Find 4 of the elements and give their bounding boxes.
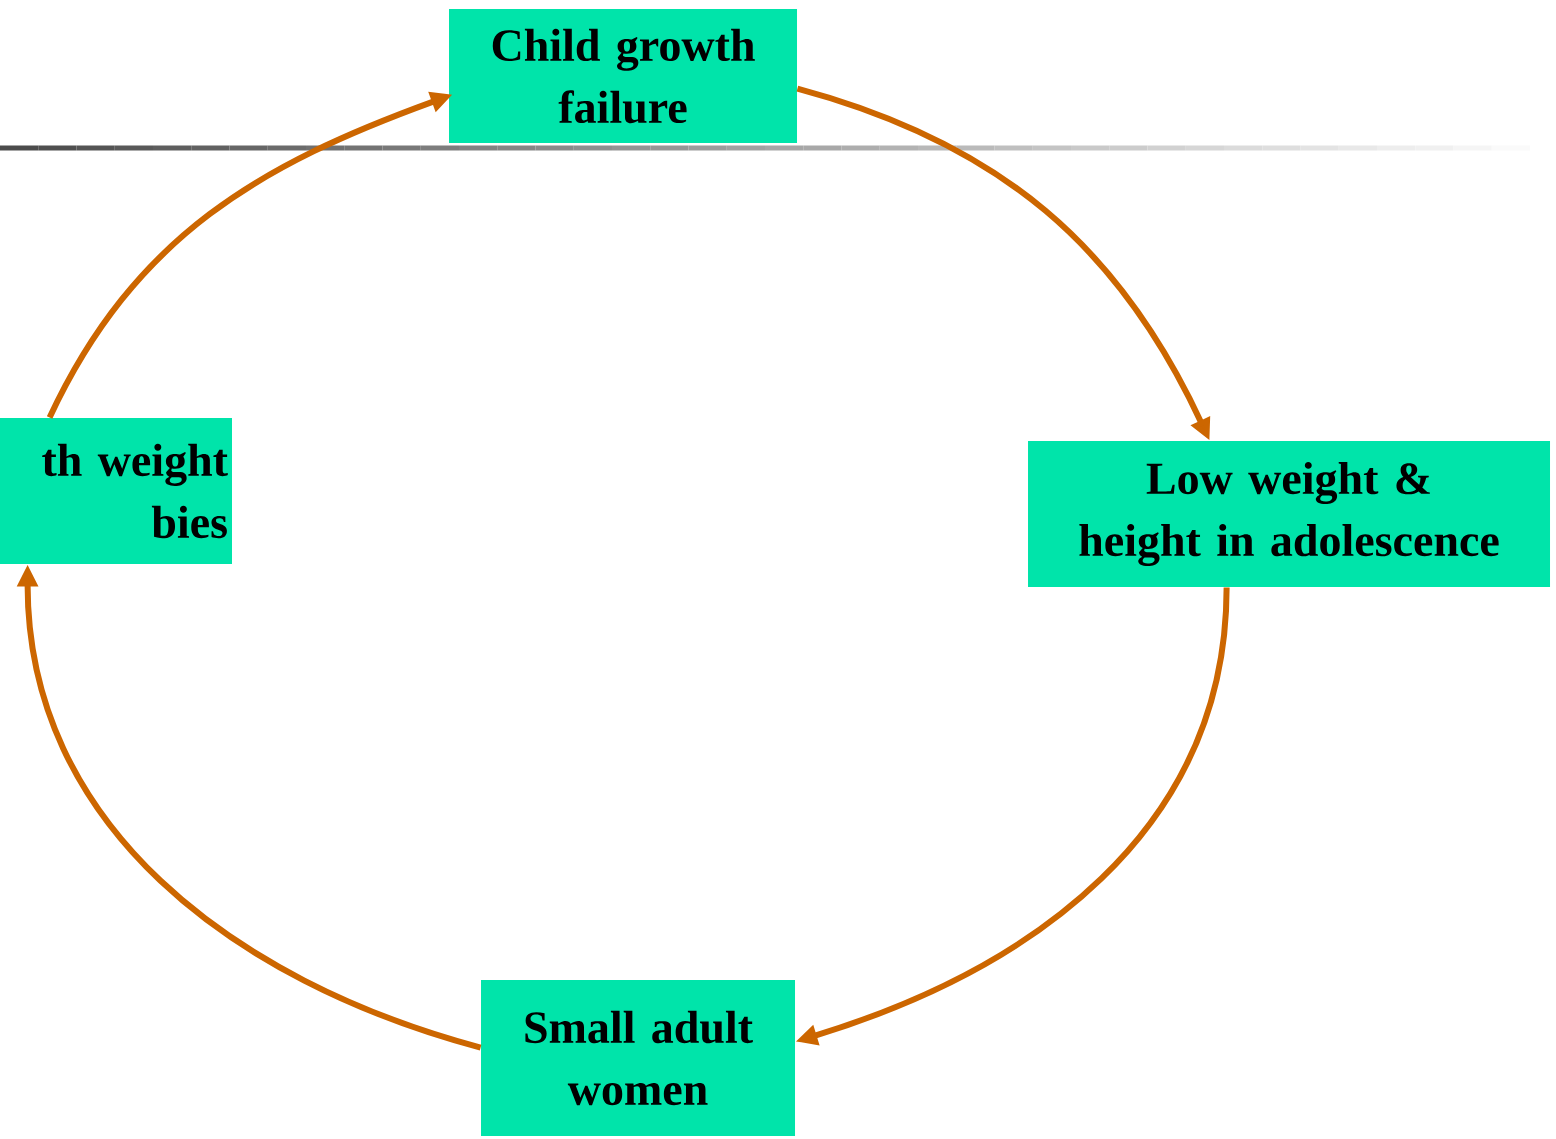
process-box: Low weight & height in adolescence — [1028, 441, 1550, 587]
process-box: Child growth failure — [449, 9, 797, 143]
process-box: Small adult women — [481, 980, 795, 1136]
process-box: th weight bies — [0, 418, 232, 564]
